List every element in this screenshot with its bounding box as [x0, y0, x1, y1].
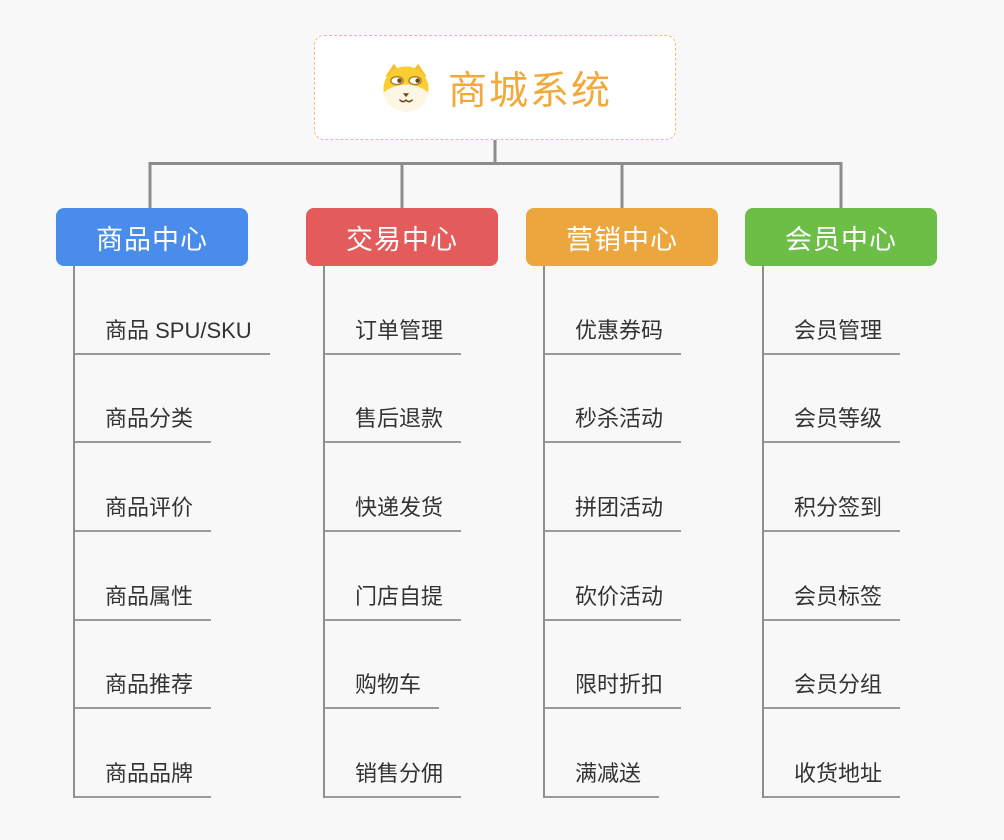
sub-topic-node[interactable]: 商品评价	[75, 443, 212, 533]
sub-topic-node[interactable]: 售后退款	[325, 355, 462, 444]
branch-label: 商品中心	[96, 224, 208, 255]
branch-item-list-member: 会员管理 会员等级 积分签到 会员标签 会员分组 收货地址	[762, 266, 901, 799]
sub-topic-label: 拼团活动	[575, 495, 664, 521]
root-topic-title: 商城系统	[447, 69, 612, 113]
sub-topic-node[interactable]: 订单管理	[325, 266, 462, 355]
branch-node-trade-center[interactable]: 交易中心	[306, 208, 498, 266]
sub-topic-node[interactable]: 购物车	[325, 621, 440, 710]
branch-label: 会员中心	[785, 224, 897, 255]
sub-topic-node[interactable]: 会员等级	[764, 355, 901, 444]
sub-topic-node[interactable]: 限时折扣	[545, 621, 682, 710]
sub-topic-node[interactable]: 积分签到	[764, 443, 901, 533]
branch-node-product-center[interactable]: 商品中心	[56, 208, 248, 266]
sub-topic-label: 商品推荐	[105, 672, 194, 698]
sub-topic-label: 收货地址	[794, 761, 883, 787]
root-topic-node[interactable]: 商城系统	[314, 35, 676, 140]
sub-topic-node[interactable]: 砍价活动	[545, 532, 682, 621]
sub-topic-node[interactable]: 拼团活动	[545, 443, 682, 533]
sub-topic-label: 售后退款	[355, 406, 444, 432]
branch-label: 交易中心	[346, 224, 458, 255]
sub-topic-node[interactable]: 商品推荐	[75, 621, 212, 710]
sub-topic-node[interactable]: 商品品牌	[75, 709, 212, 799]
sub-topic-node[interactable]: 优惠券码	[545, 266, 682, 355]
branch-item-list-marketing: 优惠券码 秒杀活动 拼团活动 砍价活动 限时折扣 满减送	[543, 266, 682, 799]
sub-topic-label: 积分签到	[794, 495, 883, 521]
sub-topic-label: 购物车	[355, 672, 422, 698]
sub-topic-node[interactable]: 快递发货	[325, 443, 462, 533]
branch-node-marketing-center[interactable]: 营销中心	[526, 208, 718, 266]
sub-topic-node[interactable]: 销售分佣	[325, 709, 462, 799]
sub-topic-label: 商品评价	[105, 495, 194, 521]
sub-topic-node[interactable]: 商品分类	[75, 355, 212, 444]
sub-topic-node[interactable]: 会员分组	[764, 621, 901, 710]
branch-item-list-product: 商品 SPU/SKU 商品分类 商品评价 商品属性 商品推荐 商品品牌	[73, 266, 270, 799]
sub-topic-label: 销售分佣	[355, 761, 444, 787]
sub-topic-label: 会员等级	[794, 406, 883, 432]
sub-topic-node[interactable]: 商品属性	[75, 532, 212, 621]
sub-topic-label: 满减送	[575, 761, 642, 787]
sub-topic-label: 快递发货	[355, 495, 444, 521]
branch-node-member-center[interactable]: 会员中心	[745, 208, 937, 266]
sub-topic-node[interactable]: 满减送	[545, 709, 660, 799]
sub-topic-label: 限时折扣	[575, 672, 664, 698]
sub-topic-label: 优惠券码	[575, 317, 664, 343]
sub-topic-label: 秒杀活动	[575, 406, 664, 432]
sub-topic-node[interactable]: 会员标签	[764, 532, 901, 621]
sub-topic-label: 砍价活动	[575, 583, 664, 609]
sub-topic-label: 会员分组	[794, 672, 883, 698]
sub-topic-label: 订单管理	[355, 317, 444, 343]
sub-topic-label: 商品属性	[105, 583, 194, 609]
dog-face-icon	[383, 63, 429, 111]
sub-topic-label: 会员管理	[794, 317, 883, 343]
sub-topic-label: 商品分类	[105, 406, 194, 432]
sub-topic-label: 商品品牌	[105, 761, 194, 787]
sub-topic-node[interactable]: 会员管理	[764, 266, 901, 355]
branch-label: 营销中心	[566, 224, 678, 255]
branch-item-list-trade: 订单管理 售后退款 快递发货 门店自提 购物车 销售分佣	[323, 266, 462, 799]
sub-topic-label: 门店自提	[355, 583, 444, 609]
sub-topic-node[interactable]: 收货地址	[764, 709, 901, 799]
sub-topic-node[interactable]: 商品 SPU/SKU	[75, 266, 270, 355]
sub-topic-label: 会员标签	[794, 583, 883, 609]
sub-topic-label: 商品 SPU/SKU	[105, 317, 252, 343]
sub-topic-node[interactable]: 秒杀活动	[545, 355, 682, 444]
sub-topic-node[interactable]: 门店自提	[325, 532, 462, 621]
branch-bus-line	[148, 162, 843, 208]
